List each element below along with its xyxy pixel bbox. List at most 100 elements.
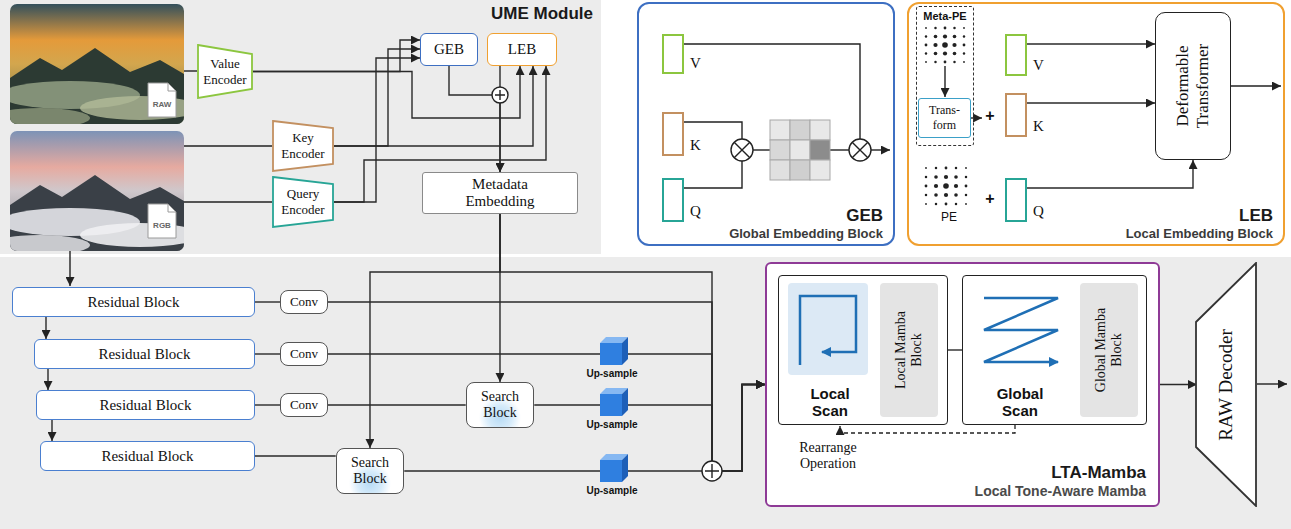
position-dots [934, 35, 938, 39]
position-dots [963, 35, 965, 37]
multiply-symbol [852, 142, 868, 158]
connector [255, 353, 280, 354]
sum-symbol [705, 464, 719, 478]
position-dots [934, 61, 936, 63]
connector [500, 214, 765, 471]
position-dots [943, 51, 947, 55]
connector [47, 369, 48, 390]
value-box: V [1005, 34, 1027, 76]
node-text: UME Module [491, 4, 593, 24]
connector [334, 66, 533, 146]
upsample-cube [600, 337, 628, 365]
position-dots [934, 52, 938, 56]
key-box: K [662, 112, 684, 156]
input-wire [184, 70, 197, 71]
position-dots [925, 185, 928, 188]
connector [948, 349, 962, 350]
query-box: Q [662, 178, 684, 222]
position-dots [965, 194, 967, 196]
conv-box: Conv [280, 342, 328, 366]
scan-box: Local ScanLocal Mamba Block [778, 275, 948, 425]
node-text: Key Encoder [272, 130, 334, 162]
label-anchor: Up-sample [580, 485, 644, 496]
position-dots [953, 61, 955, 63]
attention-wire [684, 161, 742, 188]
plus-sign: + [983, 107, 997, 125]
scan-icon [984, 298, 1058, 362]
position-dots [925, 27, 927, 29]
label-anchor: PE [933, 210, 965, 224]
file-icon [148, 204, 176, 238]
block-panel: LEBLocal Embedding Block Meta-PETrans- fo… [907, 2, 1285, 246]
file-tag: RGB [148, 221, 176, 230]
node-text: Local Mamba Block [893, 300, 925, 400]
sum-symbol [495, 90, 505, 100]
node-text: Residual Block [87, 294, 179, 311]
search-block: Search Block [336, 448, 405, 494]
position-dots [934, 193, 938, 197]
node-text: Global Embedding Block [729, 226, 883, 241]
file-icon [168, 204, 176, 212]
position-dots [953, 52, 957, 56]
input-wire [69, 251, 70, 286]
node-text: LTA-Mamba [1051, 463, 1146, 483]
label-anchor: Up-sample [580, 368, 644, 379]
multiply-symbol [731, 139, 871, 161]
position-dots [953, 27, 955, 29]
upsample-cube [600, 337, 628, 482]
attention-wire [830, 149, 849, 150]
connector [51, 420, 52, 441]
attention-wire [684, 44, 860, 139]
panel-ground [765, 262, 1160, 507]
position-dots [944, 175, 948, 179]
multiply-symbol [849, 139, 871, 161]
decoder-trapezoid: RAW Decoder [1195, 262, 1257, 507]
meta-pe-box: Meta-PETrans- form [916, 6, 974, 146]
node-text: LEB [1239, 206, 1273, 226]
label-anchor: + [983, 190, 997, 208]
position-dots [944, 193, 948, 197]
upsample-cube [600, 460, 622, 482]
label-anchor: Rearrange Operation [786, 440, 870, 472]
panel-ground [637, 2, 895, 246]
position-dots [963, 61, 965, 63]
conv-box: Conv [280, 393, 328, 417]
node-text: Query Encoder [272, 186, 334, 218]
upsample-cube [600, 343, 622, 365]
attention-matrix [770, 120, 830, 180]
position-dots [944, 61, 947, 64]
upsample-label: Up-sample [580, 419, 644, 430]
node-text: Local Embedding Block [1126, 226, 1273, 241]
position-dots [965, 176, 967, 178]
node-text: Residual Block [98, 346, 190, 363]
position-dots [965, 185, 968, 188]
block-box: GEB [420, 33, 478, 66]
connector [534, 385, 765, 472]
raw-photo [10, 108, 90, 124]
encoder-trapezoid: Value Encoder [197, 44, 253, 99]
shape-outline [273, 121, 333, 171]
label-anchor: RAW [148, 100, 176, 109]
module-panel: UME ModuleValue EncoderKey EncoderQuery … [0, 0, 601, 254]
node-text: Residual Block [101, 448, 193, 465]
file-tag: RAW [148, 100, 176, 109]
position-dots [965, 203, 967, 205]
module-ground [0, 0, 601, 254]
connector [328, 302, 765, 471]
conv-box: Conv [280, 290, 328, 314]
position-dots [954, 184, 958, 188]
attention-wire [684, 44, 890, 188]
rearrange-leader [840, 425, 1015, 433]
position-dots [925, 52, 927, 54]
attention-matrix [770, 120, 790, 140]
upsample-cube [622, 388, 628, 416]
node-text: Search Block [467, 389, 534, 421]
node-text: Metadata Embedding [450, 176, 550, 210]
connector [334, 49, 420, 146]
scan-icon [788, 283, 868, 375]
file-icon [148, 83, 176, 117]
block-box: LEB [487, 33, 557, 66]
position-dots [943, 183, 949, 189]
mamba-block: Local Mamba Block [880, 283, 938, 417]
residual-block: Residual Block [36, 390, 255, 420]
